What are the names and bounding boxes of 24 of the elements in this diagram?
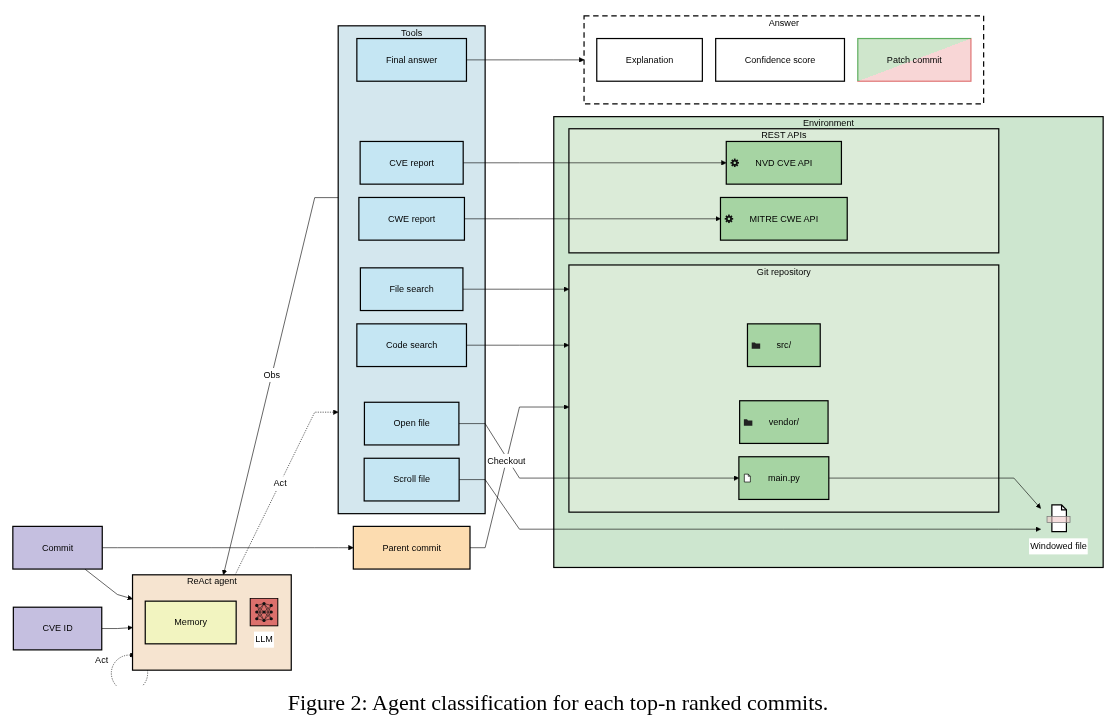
node-box: Commit (12, 525, 103, 570)
node-box: Scroll file (363, 457, 460, 502)
node-box: CWE report (358, 196, 466, 241)
node-box: Confidence score (715, 37, 846, 82)
node-box: CVE ID (12, 606, 103, 651)
node-box: CVE report (359, 140, 464, 185)
node-box: Patch commit (857, 37, 972, 82)
node-box: File search (359, 267, 464, 312)
node-box: vendor/ (739, 400, 829, 445)
node-box: Memory (144, 600, 237, 645)
edge-label: Checkout (487, 455, 526, 466)
node-box: MITRE CWE API (719, 196, 848, 241)
node-box: main.py (738, 456, 830, 501)
edge-label: Act (273, 477, 287, 488)
node-box: Open file (363, 401, 460, 446)
node-box: Final answer (356, 37, 468, 82)
node-box: Parent commit (352, 525, 471, 570)
node-box: Code search (356, 323, 468, 368)
edge-label: Obs (263, 369, 281, 380)
figure-caption: Figure 2: Agent classification for each top-n ranked commits. (287, 690, 829, 716)
edge-label: Act (95, 654, 109, 665)
node-box: src/ (746, 323, 821, 368)
node-box: NVD CVE API (725, 140, 843, 185)
node-box: Explanation (596, 37, 703, 82)
